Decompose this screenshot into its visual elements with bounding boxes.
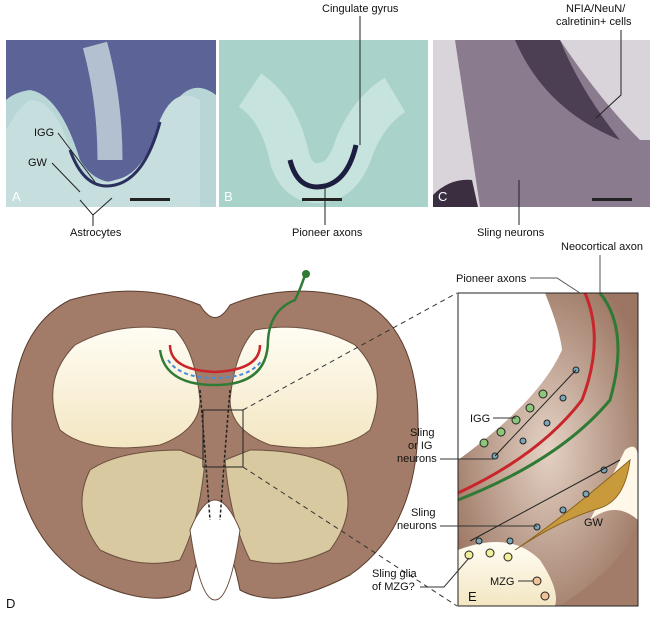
label-e-igg: IGG [470, 413, 490, 425]
panel-d-letter: D [6, 596, 15, 611]
panel-e-letter: E [468, 589, 477, 604]
label-e-pioneer-axons: Pioneer axons [456, 273, 527, 285]
label-e-gw: GW [584, 517, 604, 529]
label-glia-1: Sling glia [372, 568, 418, 580]
panel-d-brain-diagram: D [6, 270, 458, 611]
panel-a-micrograph: A IGG GW Astrocytes [6, 40, 216, 239]
label-igg: IGG [34, 127, 54, 139]
sling-glia-cells [464, 548, 513, 562]
label-gw: GW [28, 157, 48, 169]
panel-b-letter: B [224, 189, 233, 204]
label-sling-ig-3: neurons [397, 453, 437, 465]
label-astrocytes: Astrocytes [70, 227, 122, 239]
panel-e-inset-diagram: E Neocortical axon Pioneer axons IGG Sli… [372, 241, 643, 607]
panel-c-letter: C [438, 189, 447, 204]
igg-cells [479, 389, 548, 448]
label-nfia-line1: NFIA/NeuN/ [566, 3, 626, 15]
label-nfia-line2: calretinin+ cells [556, 16, 632, 28]
label-sling-2: neurons [397, 520, 437, 532]
label-sling-neurons: Sling neurons [477, 227, 545, 239]
panel-a-letter: A [12, 189, 21, 204]
label-cingulate-gyrus: Cingulate gyrus [322, 3, 399, 15]
label-pioneer-axons: Pioneer axons [292, 227, 363, 239]
label-sling-ig-1: Sling [410, 427, 434, 439]
label-neocortical-axon: Neocortical axon [561, 241, 643, 253]
label-sling-1: Sling [411, 507, 435, 519]
panel-b-micrograph: B Cingulate gyrus Pioneer axons [219, 3, 428, 239]
label-mzg: MZG [490, 576, 514, 588]
label-sling-ig-2: or IG [408, 440, 432, 452]
panel-c-micrograph: C NFIA/NeuN/ calretinin+ cells Sling neu… [433, 3, 650, 239]
label-glia-2: of MZG? [372, 581, 415, 593]
